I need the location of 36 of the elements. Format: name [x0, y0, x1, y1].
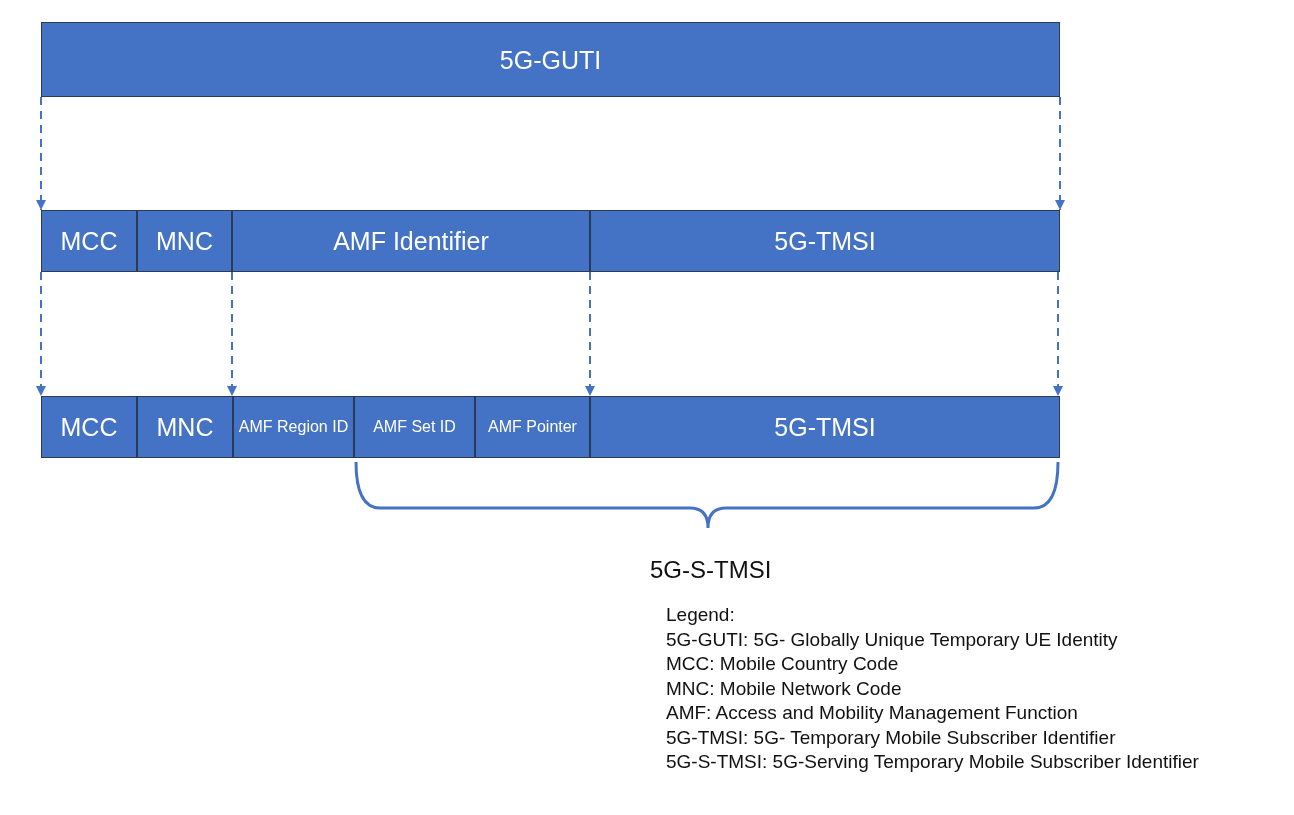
legend-entry: 5G-TMSI: 5G- Temporary Mobile Subscriber Identifier [666, 726, 1116, 749]
dashed-arrow [36, 96, 46, 211]
field-box [590, 396, 1060, 458]
field-label: MNC [155, 226, 214, 256]
field-box [41, 22, 1060, 97]
field-label: 5G-TMSI [773, 412, 877, 442]
field-label: AMF Region ID [237, 417, 350, 437]
legend-entry: MCC: Mobile Country Code [666, 653, 899, 675]
field-label: 5G-TMSI [773, 226, 877, 256]
dashed-arrow [585, 271, 595, 397]
field-label: AMF Set ID [372, 417, 457, 437]
field-label: AMF Pointer [487, 417, 578, 437]
field-box [354, 396, 475, 458]
dashed-arrow [36, 271, 46, 397]
legend-heading: Legend: [666, 604, 735, 626]
field-box [137, 396, 233, 458]
field-label: MCC [59, 226, 119, 256]
legend-entry: MNC: Mobile Network Code [666, 677, 902, 700]
field-label: AMF Identifier [332, 226, 490, 256]
brace-label: 5G-S-TMSI [650, 556, 772, 584]
field-box [41, 396, 137, 458]
field-label: 5G-GUTI [498, 44, 603, 75]
field-box [137, 210, 232, 272]
field-box [233, 396, 354, 458]
legend-entry: AMF: Access and Mobility Management Function [666, 702, 1078, 724]
field-box [232, 210, 590, 272]
field-box [590, 210, 1060, 272]
legend-entry: 5G-GUTI: 5G- Globally Unique Temporary UE Identity [666, 628, 1118, 651]
dashed-arrow [1053, 271, 1063, 397]
legend-entry: 5G-S-TMSI: 5G-Serving Temporary Mobile Subscriber Identifier [666, 751, 1199, 773]
dashed-arrow [227, 271, 237, 397]
field-label: MNC [155, 412, 215, 442]
dashed-arrow [1055, 96, 1065, 211]
field-box [475, 396, 590, 458]
field-box [41, 210, 137, 272]
field-label: MCC [59, 412, 119, 442]
